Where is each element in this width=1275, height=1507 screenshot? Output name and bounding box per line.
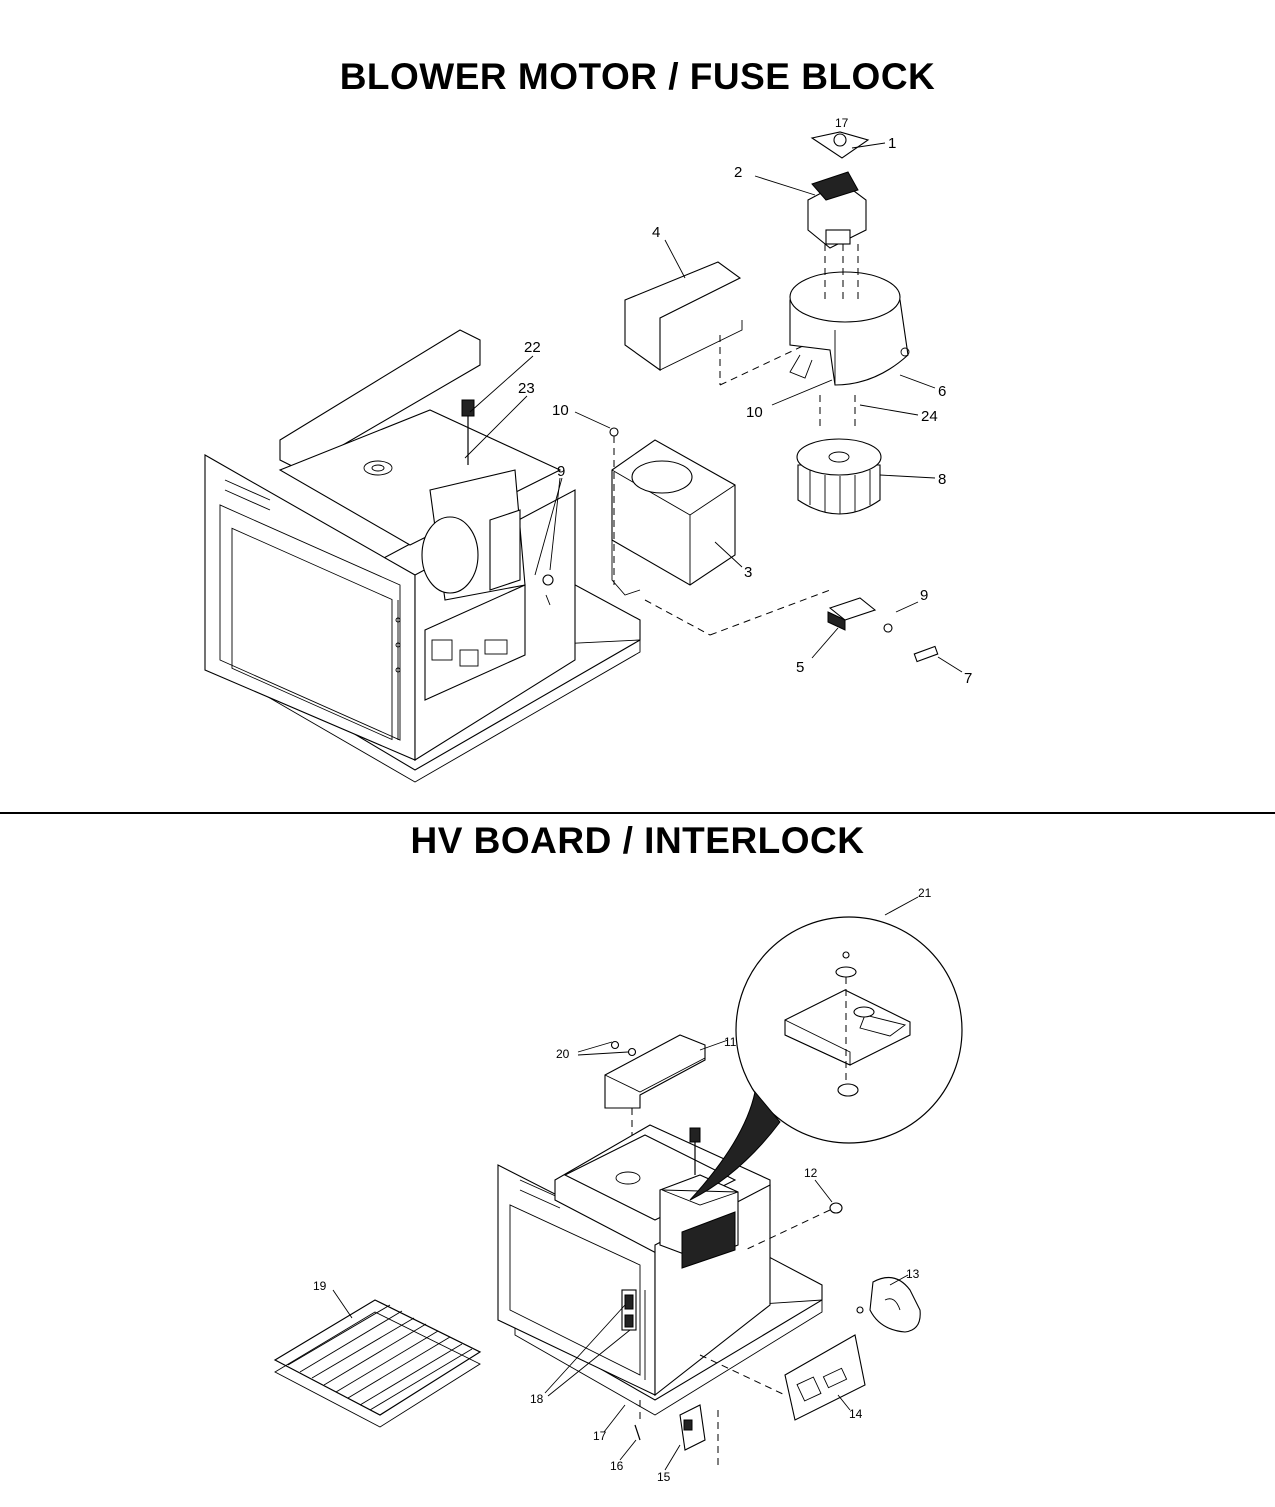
bracket-part-11: [604, 1034, 706, 1135]
callout-10-screw: 10: [552, 402, 569, 419]
air-duct-part-3: [611, 439, 736, 596]
callout-15: 15: [657, 1470, 671, 1484]
hv-board-detail-circle-part-21: [689, 916, 963, 1201]
section-title-hv-board: HV BOARD / INTERLOCK: [410, 820, 865, 861]
callout-14: 14: [849, 1407, 863, 1421]
blower-housing-part-6: [719, 271, 910, 386]
callout-9-fuse: 9: [920, 587, 928, 604]
screw-part-12: [744, 1202, 843, 1251]
leaders-bottom: [332, 896, 919, 1471]
callout-17-top: 17: [835, 116, 849, 130]
blower-wheel-part-8: [796, 395, 882, 515]
callout-1: 1: [888, 135, 896, 152]
oven-chassis-top: [204, 329, 641, 783]
callout-12: 12: [804, 1166, 818, 1180]
callout-24: 24: [921, 408, 938, 425]
cover-part-13: [856, 1276, 921, 1333]
blower-motor-part-2: [807, 171, 867, 300]
callout-8: 8: [938, 471, 946, 488]
callout-22: 22: [524, 339, 541, 356]
callout-6: 6: [938, 383, 946, 400]
callout-3: 3: [744, 564, 752, 581]
fuse-block-part-5: [644, 589, 939, 663]
callout-2: 2: [734, 164, 742, 181]
callout-18: 18: [530, 1392, 544, 1406]
oven-chassis-bottom: [497, 1124, 823, 1416]
screws-top: [542, 427, 619, 606]
rack-part-19: [273, 1299, 482, 1428]
control-board-part-14: [699, 1334, 866, 1421]
callout-16: 16: [610, 1459, 624, 1473]
callout-23: 23: [518, 380, 535, 397]
callout-19: 19: [313, 1279, 327, 1293]
section-title-blower-motor: BLOWER MOTOR / FUSE BLOCK: [339, 56, 936, 97]
callout-10-housing: 10: [746, 404, 763, 421]
leaders-top: [464, 142, 963, 673]
callout-20: 20: [556, 1047, 570, 1061]
screw-part-16: [634, 1400, 641, 1441]
callout-21: 21: [918, 886, 932, 900]
callout-13: 13: [906, 1267, 920, 1281]
callout-9-chassis: 9: [557, 463, 565, 480]
shroud-part-4: [624, 261, 743, 385]
fan-blade-part-1: [810, 131, 870, 159]
section-divider: [0, 812, 1275, 814]
callout-11: 11: [724, 1035, 737, 1049]
callout-7: 7: [964, 670, 972, 687]
callout-5: 5: [796, 659, 804, 676]
switch-part-15: [679, 1404, 719, 1470]
callout-17-bottom: 17: [593, 1429, 607, 1443]
callout-4: 4: [652, 224, 660, 241]
screws-part-20: [610, 1040, 637, 1057]
